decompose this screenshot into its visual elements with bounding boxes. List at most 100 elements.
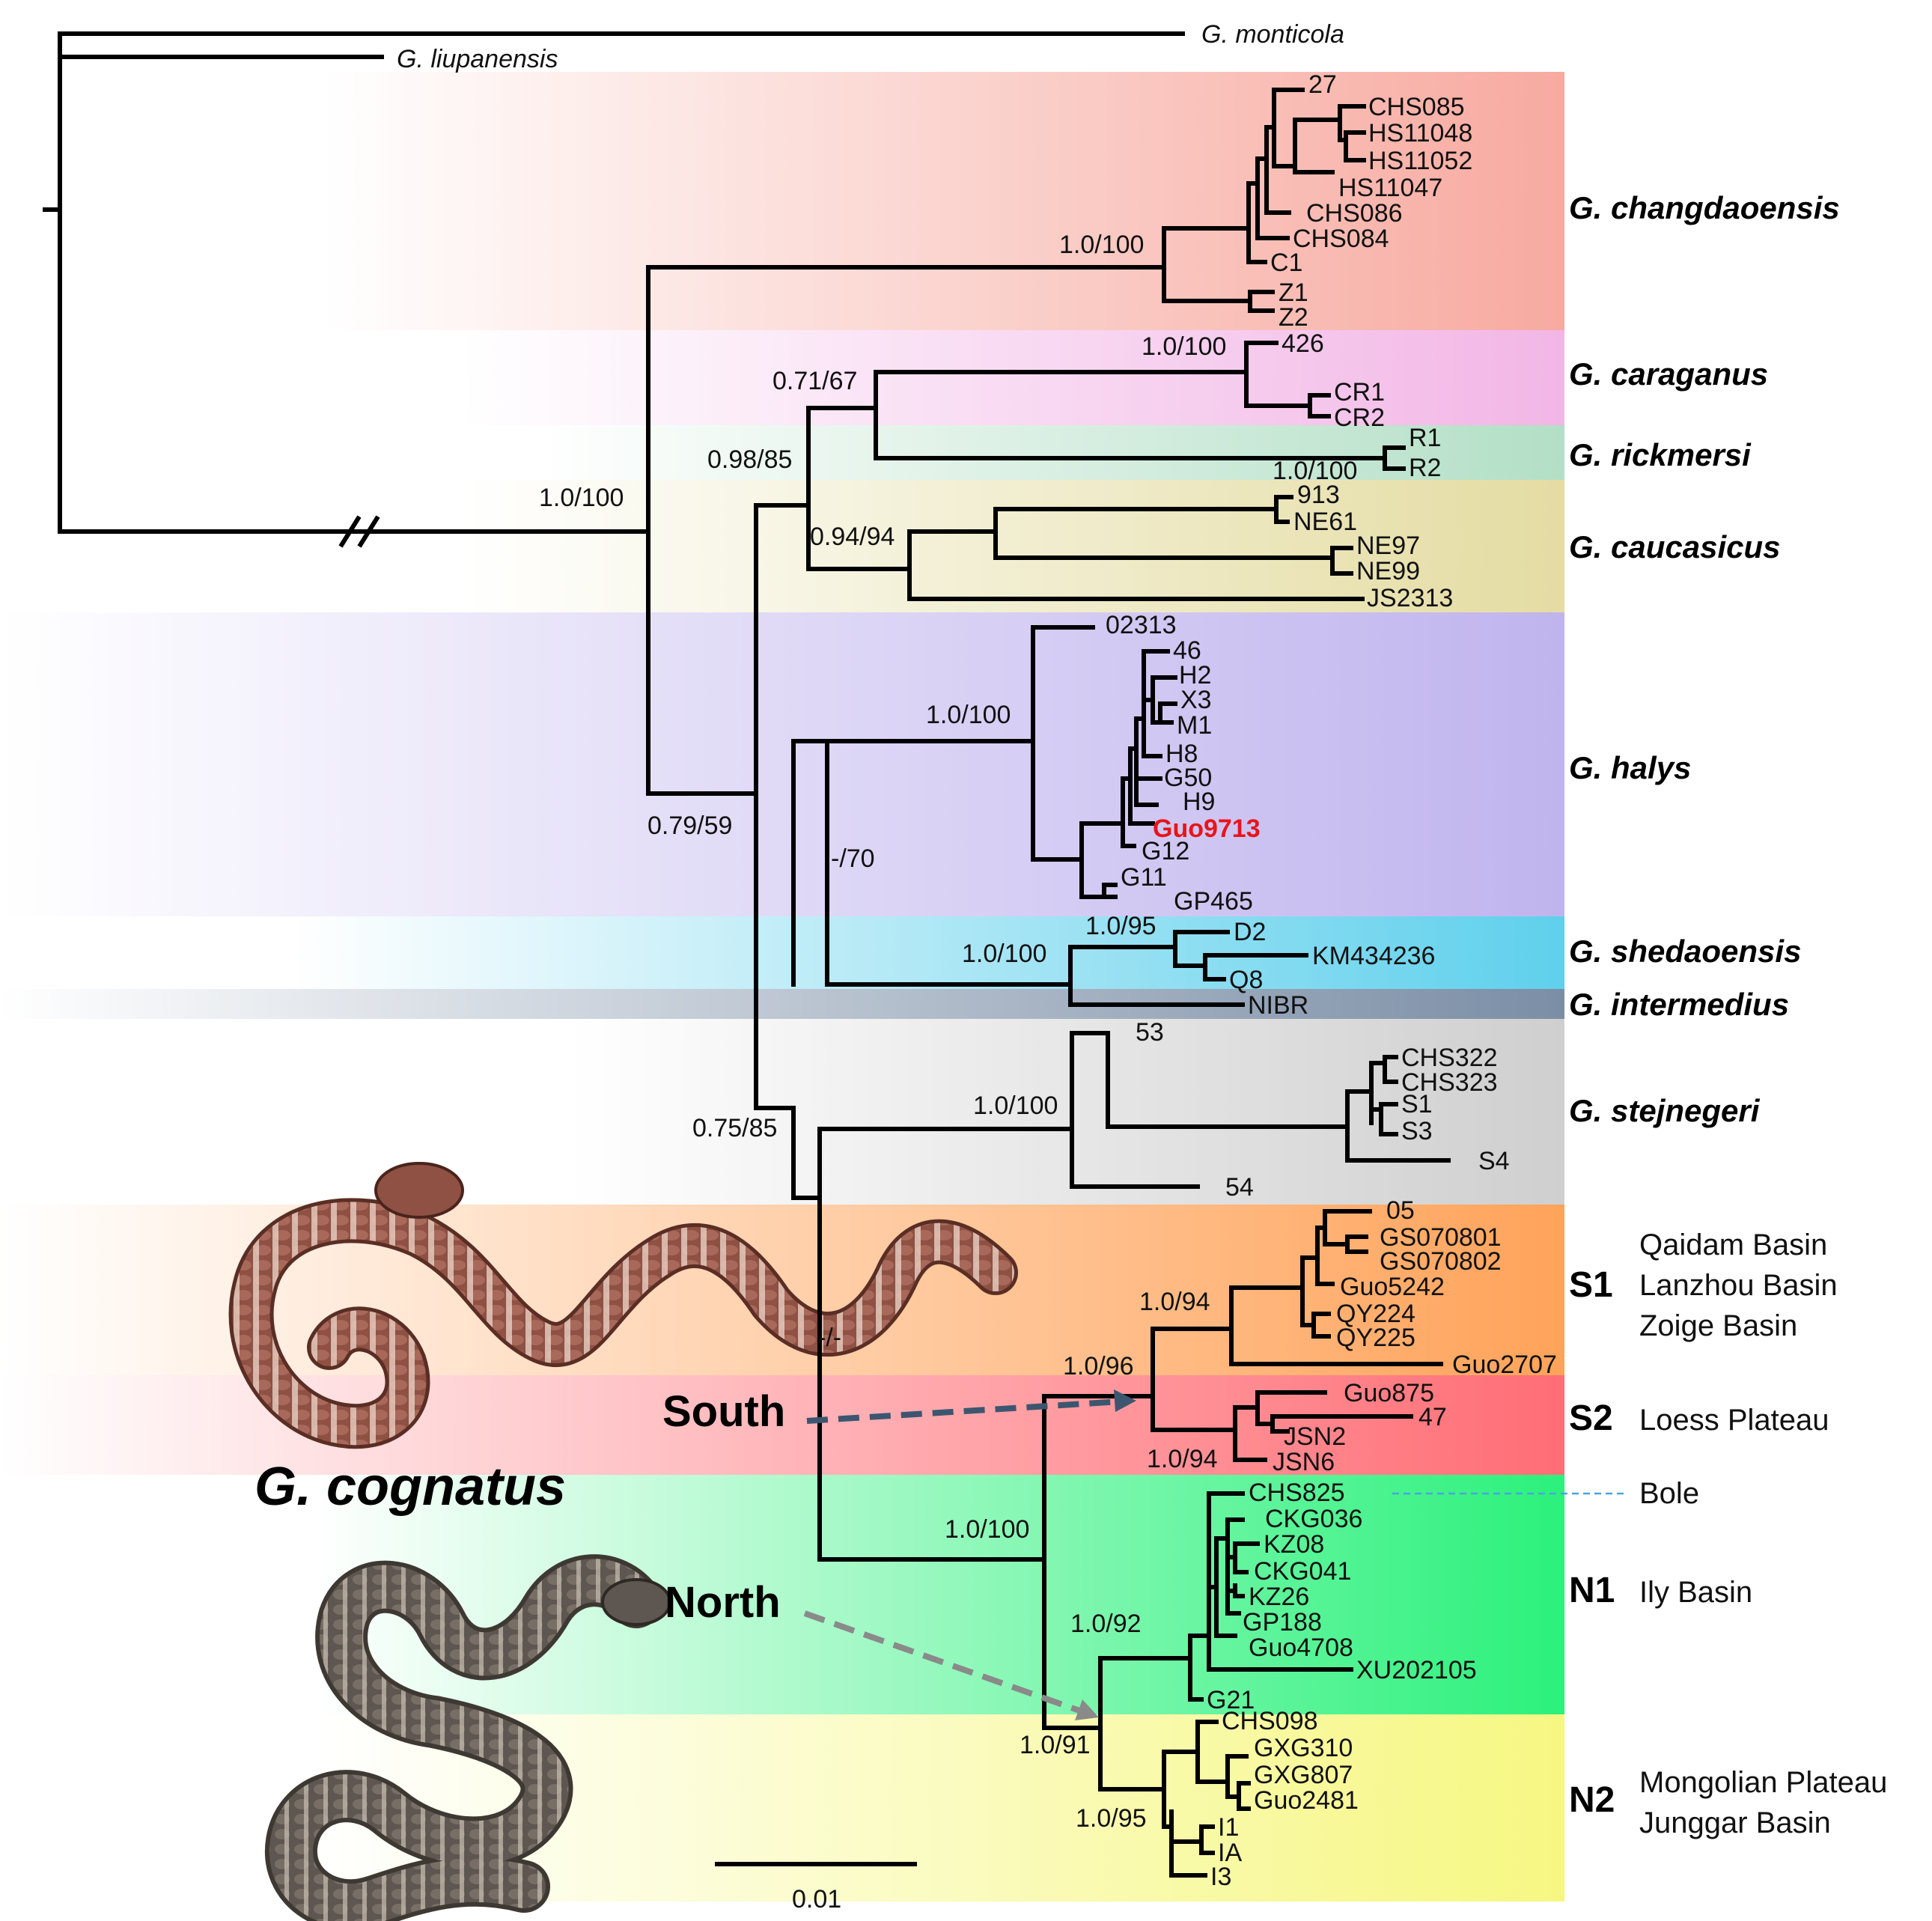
tip-label: G11 bbox=[1121, 863, 1167, 892]
support-value: 0.79/59 bbox=[647, 812, 732, 840]
tip-label: CHS825 bbox=[1249, 1479, 1345, 1507]
tip-label: H8 bbox=[1165, 740, 1198, 768]
region-label-bole: Bole bbox=[1639, 1477, 1699, 1510]
support-value: -/70 bbox=[831, 844, 875, 873]
tip-label: CHS085 bbox=[1368, 93, 1465, 121]
tree-branches bbox=[43, 31, 1451, 1878]
clade-label-intermedius: G. intermedius bbox=[1569, 987, 1789, 1022]
outgroup-liupanensis: G. liupanensis bbox=[397, 45, 558, 73]
support-value: 1.0/92 bbox=[1070, 1610, 1142, 1638]
tip-label: G21 bbox=[1207, 1686, 1255, 1714]
tip-label: S3 bbox=[1401, 1117, 1433, 1145]
tip-label-highlighted: Guo9713 bbox=[1153, 815, 1261, 843]
tip-label: NE99 bbox=[1356, 557, 1420, 585]
lineage-label-s2: S2 bbox=[1569, 1398, 1613, 1438]
tip-label: S4 bbox=[1478, 1147, 1510, 1175]
support-value: 1.0/100 bbox=[962, 940, 1046, 968]
band-intermedius bbox=[0, 989, 1564, 1019]
band-n1 bbox=[314, 1475, 1564, 1714]
tip-labels-s2: Guo875 47 JSN2 JSN6 bbox=[1273, 1379, 1447, 1476]
tip-label: I3 bbox=[1210, 1863, 1231, 1891]
lineage-label-n2: N2 bbox=[1569, 1780, 1615, 1820]
tip-label: G50 bbox=[1164, 764, 1212, 792]
clade-labels: G. changdaoensis G. caraganus G. rickmer… bbox=[1569, 190, 1840, 1128]
tip-label: JSN6 bbox=[1273, 1448, 1335, 1476]
support-value: 0.75/85 bbox=[692, 1114, 777, 1142]
tip-labels-intermedius: NIBR bbox=[1248, 991, 1308, 1020]
snake-south-illustration bbox=[228, 1162, 1018, 1449]
tip-label: Z2 bbox=[1279, 303, 1308, 332]
arrow-south bbox=[806, 1389, 1136, 1424]
scale-bar: 0.01 bbox=[715, 1862, 917, 1914]
tip-label: S1 bbox=[1401, 1090, 1433, 1118]
tip-labels-caraganus: 426 CR1 CR2 bbox=[1282, 329, 1385, 432]
band-changdaoensis bbox=[322, 72, 1564, 330]
tip-label: GXG807 bbox=[1254, 1761, 1353, 1789]
lineage-label-s1: S1 bbox=[1569, 1265, 1613, 1305]
tip-label: GS070802 bbox=[1380, 1247, 1502, 1276]
tip-label: KZ08 bbox=[1264, 1530, 1324, 1559]
support-value: 1.0/100 bbox=[973, 1092, 1058, 1120]
support-value: 1.0/100 bbox=[945, 1515, 1029, 1544]
clade-label-shedaoensis: G. shedaoensis bbox=[1569, 934, 1801, 969]
clade-label-rickmersi: G. rickmersi bbox=[1569, 437, 1752, 472]
tip-label: HS11047 bbox=[1338, 174, 1442, 202]
support-value: 1.0/95 bbox=[1076, 1804, 1147, 1833]
band-halys bbox=[0, 612, 1564, 916]
lineage-labels: S1 Qaidam Basin Lanzhou Basin Zoige Basi… bbox=[1569, 1229, 1887, 1839]
tip-label: Guo2481 bbox=[1254, 1786, 1359, 1815]
tip-label: 53 bbox=[1136, 1018, 1164, 1047]
region-label: Loess Plateau bbox=[1639, 1404, 1829, 1437]
tip-labels-rickmersi: R1 R2 bbox=[1409, 424, 1441, 482]
support-value: 1.0/100 bbox=[1273, 457, 1357, 485]
support-value: 1.0/100 bbox=[926, 701, 1011, 729]
tip-label: Guo875 bbox=[1344, 1379, 1434, 1407]
tip-label: Guo2707 bbox=[1452, 1351, 1557, 1379]
support-values: 1.0/100 1.0/100 1.0/100 0.71/67 1.0/100 … bbox=[539, 231, 1357, 1833]
tip-label: C1 bbox=[1270, 249, 1302, 277]
clade-label-caucasicus: G. caucasicus bbox=[1569, 529, 1781, 564]
support-value: 1.0/100 bbox=[539, 484, 624, 512]
tip-label: JSN2 bbox=[1284, 1422, 1346, 1451]
tip-label: CHS084 bbox=[1293, 225, 1389, 253]
tip-labels-n2: CHS098 GXG310 GXG807 Guo2481 I1 IA I3 bbox=[1210, 1707, 1359, 1891]
region-label: Junggar Basin bbox=[1639, 1806, 1831, 1839]
arrow-north bbox=[803, 1610, 1099, 1720]
tip-label: JS2313 bbox=[1367, 584, 1453, 612]
band-shedaoensis bbox=[292, 916, 1564, 989]
tip-label: GS070801 bbox=[1380, 1223, 1502, 1252]
tip-label: CHS323 bbox=[1401, 1068, 1498, 1097]
tip-label: 54 bbox=[1225, 1173, 1254, 1202]
tip-label: CHS086 bbox=[1306, 199, 1403, 228]
support-value: 1.0/100 bbox=[1142, 332, 1226, 361]
tip-label: 46 bbox=[1173, 636, 1201, 665]
tip-label: HS11048 bbox=[1368, 119, 1472, 147]
tip-label: Q8 bbox=[1229, 966, 1263, 994]
tip-label: 47 bbox=[1418, 1403, 1447, 1431]
support-value: 0.94/94 bbox=[810, 523, 895, 551]
region-label: Lanzhou Basin bbox=[1639, 1269, 1838, 1302]
support-value: 0.71/67 bbox=[773, 367, 857, 395]
tip-label: H9 bbox=[1183, 788, 1215, 816]
band-stejnegeri bbox=[569, 1019, 1564, 1205]
support-value: 1.0/100 bbox=[1059, 231, 1144, 259]
tip-labels-halys: 02313 46 H2 X3 M1 H8 G50 H9 Guo9713 G12 … bbox=[1106, 611, 1261, 916]
tip-label: NE61 bbox=[1293, 508, 1357, 536]
tip-label: QY225 bbox=[1336, 1324, 1416, 1352]
tip-label: I1 bbox=[1218, 1813, 1239, 1842]
tip-labels-stejnegeri: 53 CHS322 CHS323 S1 S3 S4 54 bbox=[1136, 1018, 1510, 1202]
clade-label-halys: G. halys bbox=[1569, 750, 1691, 785]
clade-label-stejnegeri: G. stejnegeri bbox=[1569, 1093, 1761, 1128]
tip-label: CR1 bbox=[1334, 378, 1385, 407]
tip-label: GP465 bbox=[1174, 887, 1253, 916]
tip-label: GP188 bbox=[1243, 1608, 1322, 1637]
outgroup-monticola: G. monticola bbox=[1201, 20, 1344, 49]
support-value: 1.0/91 bbox=[1020, 1731, 1091, 1759]
tip-label: X3 bbox=[1180, 686, 1212, 714]
tip-labels-changdaoensis: 27 CHS085 HS11048 HS11052 HS11047 CHS086… bbox=[1270, 70, 1472, 332]
species-label-cognatus: G. cognatus bbox=[255, 1457, 566, 1517]
region-label: Ily Basin bbox=[1639, 1576, 1752, 1609]
region-label: Qaidam Basin bbox=[1639, 1229, 1827, 1261]
region-label: Mongolian Plateau bbox=[1639, 1766, 1887, 1799]
